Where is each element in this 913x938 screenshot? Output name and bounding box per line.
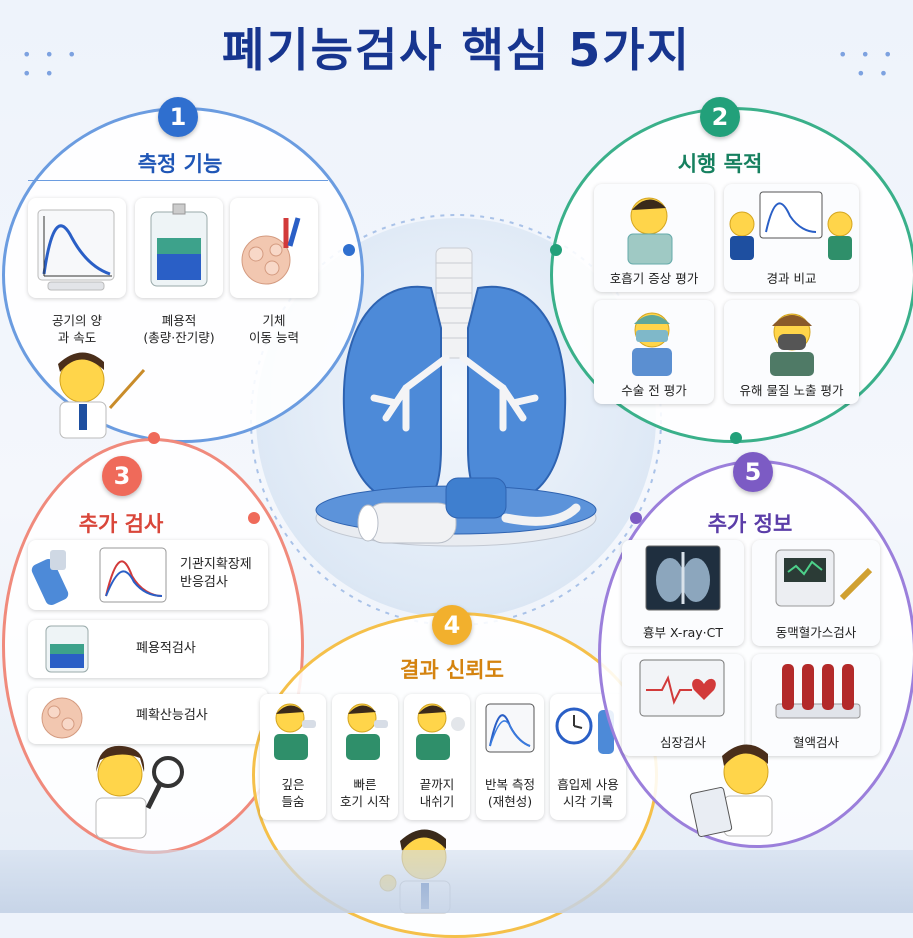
lung-volume-blocks-icon: [45, 625, 89, 673]
section-5-connector-dot: [630, 512, 642, 524]
alveoli-icon: [41, 697, 83, 739]
section-3-number-badge: 3: [102, 456, 142, 496]
section-2-title: 시행 목적: [677, 152, 763, 176]
section-3-item-2-label: 폐용적검사: [136, 641, 196, 656]
surgeon-icon: [632, 312, 672, 376]
purpose-card-symptoms: 호흡기 증상 평가: [594, 184, 714, 292]
reliability-card-full-exhale: 끝까지 내쉬기: [404, 694, 470, 820]
chest-xray-icon: [645, 545, 721, 611]
lung-icon: [315, 247, 597, 547]
inhaler-and-graph-icon: [31, 547, 167, 606]
reliability-card-deep-breath: 깊은 들숨: [260, 694, 326, 820]
page-title: 폐기능검사 핵심 5가지: [222, 23, 691, 77]
section-1-item-2-label: 폐용적 (총량·잔기량): [143, 313, 215, 345]
info-card-xray: 흉부 X-ray·CT: [622, 540, 744, 646]
purpose-card-exposure: 유해 물질 노출 평가: [724, 300, 859, 404]
desk-decor: [0, 850, 913, 913]
blood-gas-analyzer-icon: [775, 549, 873, 607]
flow-volume-graph-icon: [37, 209, 115, 291]
section-3-top-dot: [148, 432, 160, 444]
decor-dots-left: • • •• •: [22, 45, 81, 83]
info-card-blood-test: 혈액검사: [752, 654, 880, 756]
section-2-item-2-label: 경과 비교: [766, 271, 817, 286]
section-2-item-4-label: 유해 물질 노출 평가: [739, 383, 844, 398]
gas-mask-worker-icon: [770, 313, 814, 376]
section-1-underline: [28, 180, 328, 181]
full-exhale-icon: [416, 703, 465, 760]
section-2-bottom-dot: [730, 432, 742, 444]
section-4-item-4-label: 반복 측정 (재현성): [485, 777, 535, 809]
purpose-card-progress: 경과 비교: [724, 184, 859, 292]
section-5-item-4-label: 혈액검사: [792, 735, 839, 750]
section-5-item-1-label: 흉부 X-ray·CT: [643, 625, 723, 640]
section-1-title: 측정 기능: [137, 152, 223, 176]
section-3-title: 추가 검사: [78, 512, 164, 536]
doctors-comparing-graph-icon: [729, 191, 853, 260]
repeat-measure-monitor-icon: [485, 703, 535, 753]
info-card-blood-gas: 동맥혈가스검사: [752, 540, 880, 646]
lung-volume-test-card: 폐용적검사: [28, 620, 268, 678]
section-4-title: 결과 신뢰도: [400, 658, 504, 682]
doctor-pointer-figure-icon: [58, 352, 146, 439]
doctor-clipboard-figure-icon: [689, 744, 773, 837]
flow-volume-card: [28, 198, 126, 298]
reliability-card-inhaler-time: 흡입제 사용 시각 기록: [550, 694, 626, 820]
reliability-card-repeat: 반복 측정 (재현성): [476, 694, 544, 820]
lung-volume-blocks-icon: [150, 203, 208, 287]
section-1-number-badge: 1: [158, 97, 198, 137]
section-2-connector-dot: [550, 244, 562, 256]
section-4-number-badge: 4: [432, 605, 472, 645]
reliability-card-fast-start: 빠른 호기 시작: [332, 694, 398, 820]
section-3-connector-dot: [248, 512, 260, 524]
section-4-item-1-label: 깊은 들숨: [281, 777, 305, 809]
section-2-item-1-label: 호흡기 증상 평가: [609, 271, 699, 286]
diffusion-test-card: 폐확산능검사: [28, 688, 268, 744]
clock-inhaler-icon: [555, 707, 614, 754]
section-4-item-3-label: 끝까지 내쉬기: [419, 777, 455, 809]
blood-tubes-icon: [775, 664, 861, 719]
lung-volume-card: [135, 198, 223, 298]
section-1-item-1-label: 공기의 양 과 속도: [52, 313, 102, 345]
section-3-item-1-label: 기관지확장제 반응검사: [180, 557, 252, 590]
decor-dots-right: • • • • •: [838, 45, 897, 83]
section-3-item-3-label: 폐확산능검사: [136, 708, 208, 723]
bronchodilator-card: 기관지확장제 반응검사: [28, 540, 268, 610]
section-2-item-3-label: 수술 전 평가: [621, 383, 687, 398]
section-2-number-badge: 2: [700, 97, 740, 137]
section-5-item-3-label: 심장검사: [659, 735, 706, 750]
section-5-item-2-label: 동맥혈가스검사: [775, 625, 857, 640]
coughing-patient-icon: [627, 197, 673, 265]
purpose-card-preop: 수술 전 평가: [594, 300, 714, 404]
alveoli-card: [230, 198, 318, 298]
doctor-magnifier-figure-icon: [95, 745, 184, 839]
section-4-item-2-label: 빠른 호기 시작: [340, 777, 390, 809]
section-1-connector-dot: [343, 244, 355, 256]
section-5-number-badge: 5: [733, 452, 773, 492]
info-card-cardiac: 심장검사: [622, 654, 744, 756]
section-5-title: 추가 정보: [707, 512, 793, 536]
section-1-item-3-label: 기체 이동 능력: [249, 313, 299, 345]
ecg-heart-monitor-icon: [639, 659, 725, 717]
fast-exhale-icon: [346, 703, 388, 760]
alveoli-gas-exchange-icon: [241, 217, 301, 285]
deep-breath-icon: [274, 703, 316, 760]
section-4-item-5-label: 흡입제 사용 시각 기록: [557, 777, 619, 809]
